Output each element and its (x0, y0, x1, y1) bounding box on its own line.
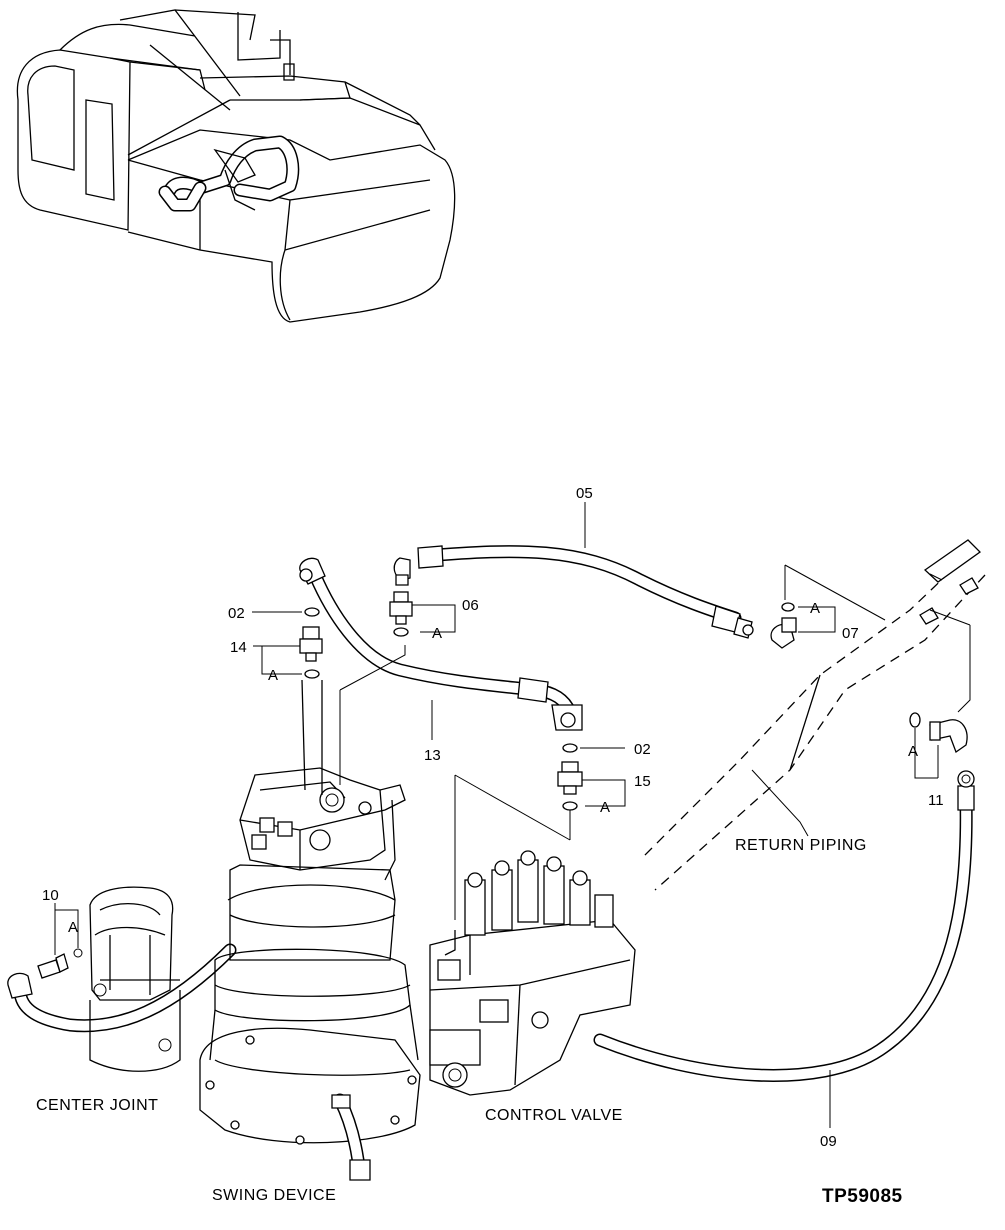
detail-mark-a-15: A (600, 799, 610, 816)
leader-lines (54, 502, 971, 1128)
detail-mark-a-14: A (268, 667, 278, 684)
valve-spools (464, 850, 614, 936)
excavator-overview-illustration (16, 9, 456, 323)
callout-11: 11 (928, 792, 944, 809)
control-valve-illustration (429, 850, 636, 1096)
label-control-valve: CONTROL VALVE (485, 1107, 623, 1124)
hose-13 (299, 557, 583, 731)
detail-marks: A A A A A A (68, 600, 918, 936)
component-labels: RETURN PIPING CENTER JOINT CONTROL VALVE… (36, 837, 867, 1204)
o-ring-02-lower (562, 743, 578, 753)
callout-15: 15 (634, 773, 651, 790)
callout-10: 10 (42, 887, 59, 904)
hose-09 (593, 770, 975, 1082)
elbow-11 (909, 712, 968, 754)
callout-02-lower: 02 (634, 741, 651, 758)
o-ring-02-upper (304, 607, 320, 617)
o-ring-15 (562, 801, 578, 811)
adapter-06 (389, 591, 413, 625)
part-callouts: 05 02 06 14 07 02 13 15 11 10 09 (42, 485, 944, 1150)
detail-mark-a-06: A (432, 625, 442, 642)
callout-02-upper: 02 (228, 605, 245, 622)
elbow-07 (770, 602, 797, 649)
adapter-15 (557, 761, 583, 795)
swing-device-illustration (199, 767, 421, 1181)
center-joint-illustration (89, 886, 181, 1072)
detail-mark-a-07: A (810, 600, 820, 617)
label-center-joint: CENTER JOINT (36, 1097, 158, 1114)
callout-14: 14 (230, 639, 247, 656)
callout-07: 07 (842, 625, 859, 642)
callout-13: 13 (424, 747, 441, 764)
pipe-10 (7, 943, 237, 1033)
label-swing-device: SWING DEVICE (212, 1187, 336, 1204)
o-ring-06 (393, 627, 409, 637)
callout-06: 06 (462, 597, 479, 614)
hose-05 (393, 545, 754, 639)
detail-mark-a-11: A (908, 743, 918, 760)
adapter-14 (299, 626, 323, 662)
drawing-code: TP59085 (822, 1186, 903, 1207)
callout-09: 09 (820, 1133, 837, 1150)
o-ring-14 (304, 669, 320, 679)
detail-mark-a-10: A (68, 919, 78, 936)
return-piping (639, 539, 986, 891)
callout-05: 05 (576, 485, 593, 502)
fittings (299, 591, 968, 811)
label-return-piping: RETURN PIPING (735, 837, 867, 854)
